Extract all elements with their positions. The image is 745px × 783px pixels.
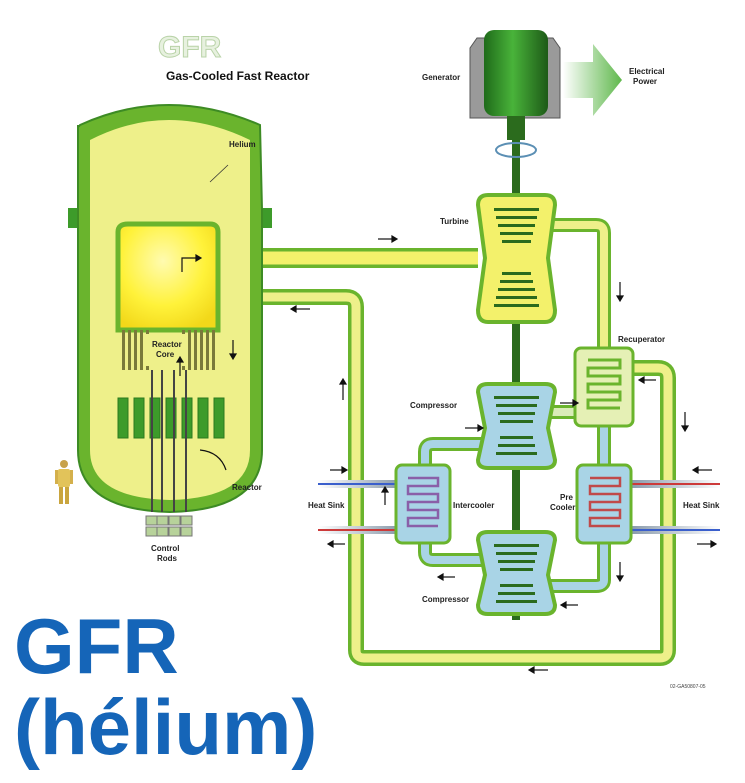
diagram-subtitle: Gas-Cooled Fast Reactor [166,69,310,83]
label-control-rods-1: Control [151,544,179,553]
compressor-upper [475,382,558,470]
label-control-rods-2: Rods [157,554,178,563]
generator [469,30,561,158]
pre-cooler [575,463,633,545]
label-reactor-core-1: Reactor [152,340,182,349]
label-reactor-core-2: Core [156,350,175,359]
compressor-lower [475,530,558,616]
label-electrical-power-1: Electrical [629,67,665,76]
drive-shaft [512,120,520,620]
label-pre-cooler-1: Pre [560,493,573,502]
heat-sink-lines-left [318,480,400,534]
turbine [475,193,558,324]
label-reactor: Reactor [232,483,262,492]
label-compressor-upper: Compressor [410,401,457,410]
gfr-logo: GFR [158,31,222,64]
label-heat-sink-left: Heat Sink [308,501,345,510]
intercooler [394,463,452,545]
precooler-to-compressor-pipe [548,540,611,593]
label-turbine: Turbine [440,217,469,226]
control-rod-blocks [117,397,225,439]
recuperator [573,346,635,428]
reactor-core-zone [115,221,221,333]
worker-figure-icon [55,460,73,504]
control-rods [151,370,187,512]
label-intercooler: Intercooler [453,501,494,510]
label-electrical-power-2: Power [633,77,657,86]
control-rod-drives [145,515,193,537]
caption-line-1: GFR [14,602,179,690]
electrical-power-arrow [563,44,622,116]
label-heat-sink-right: Heat Sink [683,501,720,510]
figure-id: 02-GA50807-05 [670,684,706,690]
heat-sink-lines-right [630,480,720,534]
label-recuperator: Recuperator [618,335,665,344]
flow-arrows [175,234,718,675]
label-helium: Helium [229,140,256,149]
caption-line-2: (hélium) [14,683,318,771]
label-generator: Generator [422,73,460,82]
label-pre-cooler-2: Cooler [550,503,575,512]
label-compressor-lower: Compressor [422,595,469,604]
reactor-vessel [68,104,272,514]
